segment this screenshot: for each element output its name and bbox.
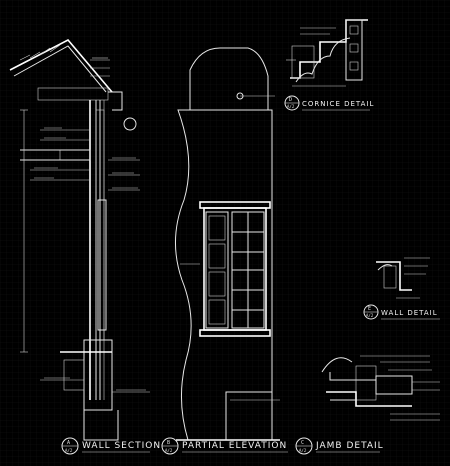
title-jamb-detail: C A/2 JAMB DETAIL: [295, 437, 384, 455]
sheet-mark-e: A/2: [366, 313, 374, 318]
mark-b: B: [167, 440, 170, 446]
sheet-mark-a: A/2: [65, 448, 73, 453]
cornice-detail-title: CORNICE DETAIL: [302, 100, 374, 108]
partial-elevation-drawing: [175, 47, 280, 441]
mark-a: A: [67, 440, 70, 446]
title-wall-section: A A/2 WALL SECTION: [61, 437, 161, 455]
cornice-detail-drawing: [284, 19, 368, 111]
jamb-detail-title: JAMB DETAIL: [315, 441, 384, 451]
sheet-mark-c: A/2: [299, 448, 307, 453]
jamb-detail-drawing: [321, 355, 440, 421]
partial-elevation-title: PARTIAL ELEVATION: [182, 441, 287, 451]
mark-d: D: [289, 97, 292, 103]
mark-c: C: [301, 440, 304, 446]
sheet-mark-b: A/2: [165, 448, 173, 453]
sheet-mark-d: A/2: [287, 104, 295, 109]
title-wall-detail: E A/2 WALL DETAIL: [366, 306, 440, 320]
wall-section-drawing: [9, 38, 150, 441]
mark-e: E: [368, 306, 371, 312]
wall-detail-title: WALL DETAIL: [381, 309, 438, 317]
wall-detail-drawing: [363, 257, 430, 320]
title-cornice-detail: D A/2 CORNICE DETAIL: [287, 97, 374, 111]
title-partial-elevation: B A/2 PARTIAL ELEVATION: [161, 437, 288, 455]
wall-section-title: WALL SECTION: [82, 441, 161, 451]
